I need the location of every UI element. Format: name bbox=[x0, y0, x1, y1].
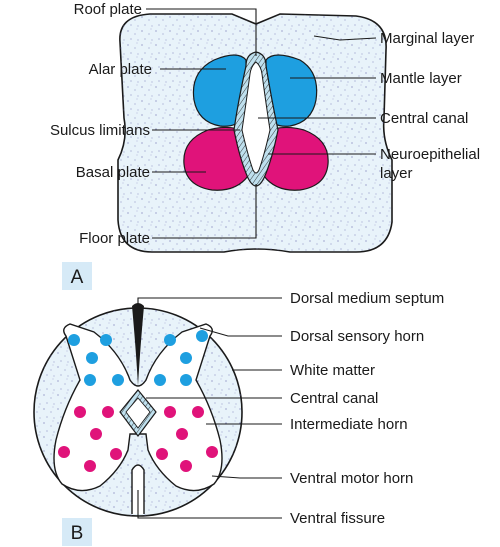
leader-dorsal-sensory-horn bbox=[199, 327, 282, 337]
leader-marginal-layer bbox=[313, 35, 377, 41]
figure-b-tag: B bbox=[71, 523, 84, 544]
alar-plate-right bbox=[265, 54, 318, 127]
label-ventral-motor-horn: Ventral motor horn bbox=[290, 470, 413, 487]
label-neuroepithelial-line2: layer bbox=[380, 165, 413, 182]
label-roof-plate: Roof plate bbox=[74, 1, 142, 18]
ventral-fissure-shape bbox=[131, 464, 145, 514]
basal-plate-left bbox=[183, 126, 249, 191]
figure-a-tag: A bbox=[71, 267, 84, 288]
label-floor-plate: Floor plate bbox=[79, 230, 150, 247]
label-sulcus-limitans: Sulcus limitans bbox=[50, 122, 150, 139]
leader-dorsal-medium-septum bbox=[137, 297, 282, 312]
label-ventral-fissure: Ventral fissure bbox=[290, 510, 385, 527]
ventral-horn-cells bbox=[58, 406, 218, 472]
central-canal-a bbox=[241, 61, 271, 174]
figure-a: Roof plate Alar plate Sulcus limitans Ba… bbox=[50, 1, 480, 290]
label-dorsal-medium-septum: Dorsal medium septum bbox=[290, 290, 444, 307]
dorsal-median-septum bbox=[132, 303, 144, 386]
central-canal-b bbox=[125, 397, 151, 429]
leader-floor-plate bbox=[152, 184, 257, 239]
label-central-canal-b: Central canal bbox=[290, 390, 378, 407]
label-white-matter: White matter bbox=[290, 362, 375, 379]
label-central-canal-a: Central canal bbox=[380, 110, 468, 127]
dorsal-horn-cells bbox=[68, 330, 208, 386]
label-neuroepithelial-line1: Neuroepithelial bbox=[380, 146, 480, 163]
leader-ventral-motor-horn bbox=[211, 475, 282, 479]
label-alar-plate: Alar plate bbox=[89, 61, 152, 78]
label-intermediate-horn: Intermediate horn bbox=[290, 416, 408, 433]
alar-plate-left bbox=[192, 54, 247, 127]
basal-plate-right bbox=[263, 126, 329, 191]
figure-b: Dorsal medium septum Dorsal sensory horn… bbox=[33, 290, 444, 546]
label-mantle-layer: Mantle layer bbox=[380, 70, 462, 87]
leader-roof-plate bbox=[146, 8, 257, 56]
figure-b-tag-box bbox=[62, 518, 92, 546]
label-dorsal-sensory-horn: Dorsal sensory horn bbox=[290, 328, 424, 345]
label-basal-plate: Basal plate bbox=[76, 164, 150, 181]
label-marginal-layer: Marginal layer bbox=[380, 30, 474, 47]
leader-ventral-fissure bbox=[137, 490, 282, 519]
figure-a-tag-box bbox=[62, 262, 92, 290]
